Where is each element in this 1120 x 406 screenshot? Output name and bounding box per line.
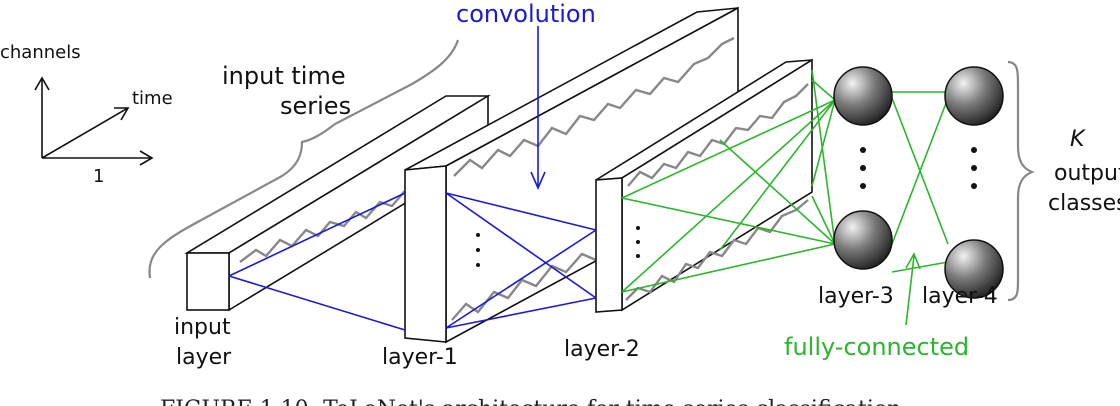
layer-4-nodes (944, 66, 1004, 299)
input-layer-label-line2: layer (176, 345, 232, 370)
layer-1-signal-top (453, 36, 735, 177)
layer-3-node-top (833, 66, 893, 126)
fully-connected-label: fully-connected (784, 333, 969, 361)
axes-icon (34, 76, 154, 166)
axis-time-label: time (132, 88, 173, 109)
input-layer-label-line1: input (174, 315, 231, 340)
layer-1-label: layer-1 (382, 345, 458, 370)
layer-4-ellipsis (971, 147, 977, 189)
convolution-connections (228, 26, 597, 331)
output-classes-label-line1: output (1054, 161, 1120, 186)
k-label: K (1070, 127, 1086, 152)
output-classes-label-line2: classes (1048, 191, 1120, 216)
layer-2-block (595, 58, 813, 313)
layer-1-block (404, 6, 739, 344)
input-time-series-label-line1: input time (222, 62, 346, 90)
input-series-brace (148, 39, 460, 279)
layer-2-signal-top (627, 83, 809, 187)
layer-3-nodes (833, 66, 893, 270)
layer-4-node-bottom (944, 239, 1004, 299)
layer-4-label: layer-4 (922, 284, 998, 309)
layer-3-node-bottom (833, 210, 893, 270)
layer-2-label: layer-2 (564, 337, 640, 362)
layer-3-label: layer-3 (818, 284, 894, 309)
axis-one-label: 1 (93, 166, 104, 187)
input-time-series-label-line2: series (280, 92, 351, 120)
layer-3-ellipsis (860, 147, 866, 189)
layer-2-ellipsis (636, 226, 640, 258)
fully-connected-connections (621, 69, 949, 326)
figure-caption: FIGURE 1.10: TeLeNet's architecture for … (160, 397, 908, 406)
axis-channels-label: channels (0, 42, 81, 63)
layer-4-node-top (944, 66, 1004, 126)
layer-1-ellipsis (476, 233, 480, 267)
output-brace (1007, 60, 1035, 302)
convolution-label: convolution (456, 0, 596, 28)
input-layer-block (184, 94, 491, 312)
